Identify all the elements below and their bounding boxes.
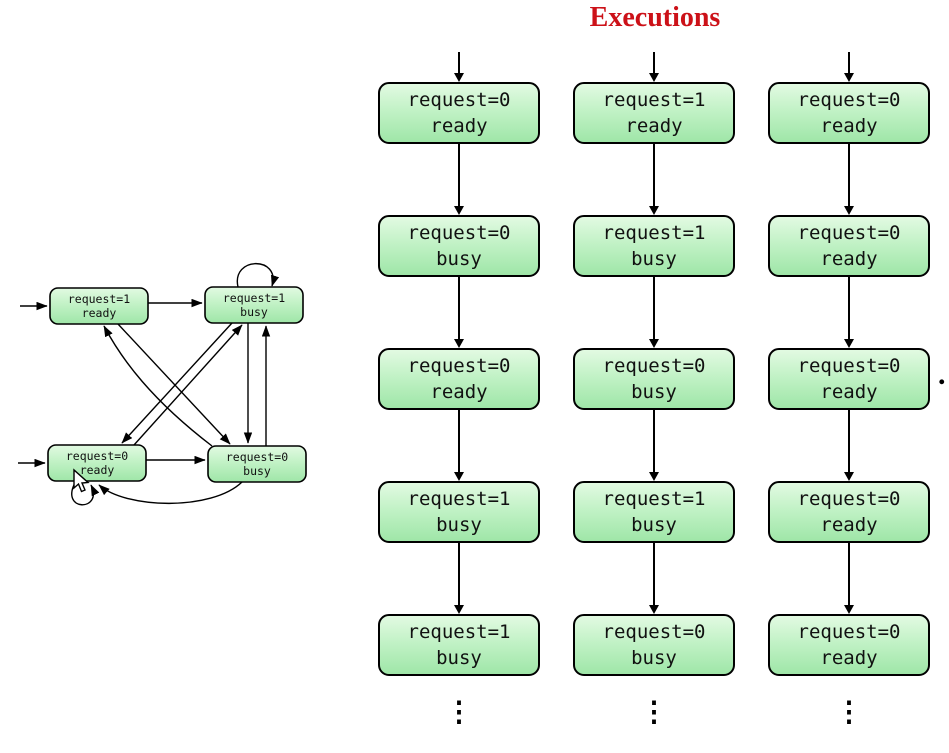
state-line1: request=0: [797, 222, 901, 244]
state-line1: request=0: [602, 355, 706, 377]
transition-arrow: [453, 277, 465, 348]
state-line2: busy: [631, 514, 677, 536]
execution-state-box: request=1 busy: [573, 215, 735, 277]
state-line2: ready: [820, 248, 878, 270]
state-line1: request=1: [602, 222, 706, 244]
transition-arrow: [843, 410, 855, 481]
state-label: busy: [240, 305, 268, 319]
edge-busy1-ready0: [121, 322, 233, 444]
transition-arrow: [843, 277, 855, 348]
state-node-busy0: [207, 445, 307, 483]
transition-arrow: [843, 144, 855, 215]
state-line1: request=0: [797, 355, 901, 377]
transition-arrow: [453, 144, 465, 215]
state-line2: busy: [436, 647, 482, 669]
state-label: request=0: [66, 449, 128, 463]
transition-arrow: [648, 144, 660, 215]
state-node-ready0: [47, 444, 147, 482]
state-line1: request=1: [602, 89, 706, 111]
execution-state-box: request=0 ready: [768, 348, 930, 410]
vertical-ellipsis: ⋮: [445, 695, 473, 728]
state-line1: request=0: [407, 355, 511, 377]
state-line2: busy: [436, 514, 482, 536]
execution-state-box: request=0 busy: [378, 215, 540, 277]
state-line1: request=1: [407, 488, 511, 510]
state-line2: ready: [820, 381, 878, 403]
state-node-ready1: [49, 287, 149, 325]
execution-state-box: request=0 ready: [768, 481, 930, 543]
state-line1: request=0: [602, 621, 706, 643]
execution-state-box: request=1 busy: [573, 481, 735, 543]
transition-arrow: [648, 543, 660, 614]
state-line2: ready: [430, 115, 488, 137]
state-line2: ready: [820, 647, 878, 669]
edge-busy0-ready1: [103, 325, 213, 447]
state-label: request=1: [223, 291, 285, 305]
execution-state-box: request=0 ready: [378, 348, 540, 410]
state-label: busy: [243, 464, 271, 478]
state-line2: ready: [820, 115, 878, 137]
vertical-ellipsis: ⋮: [835, 695, 863, 728]
execution-state-box: request=0 ready: [768, 614, 930, 676]
execution-state-box: request=1 busy: [378, 614, 540, 676]
state-line1: request=0: [797, 621, 901, 643]
transition-arrow: [453, 410, 465, 481]
state-line1: request=1: [602, 488, 706, 510]
continuation-dot: .: [938, 358, 946, 391]
transition-arrow: [648, 277, 660, 348]
entry-arrow: [648, 52, 660, 82]
state-line2: busy: [631, 248, 677, 270]
state-line1: request=0: [407, 89, 511, 111]
state-line2: busy: [631, 647, 677, 669]
state-line1: request=0: [407, 222, 511, 244]
entry-arrow: [453, 52, 465, 82]
transition-edges: [18, 263, 280, 506]
state-label: ready: [82, 306, 117, 320]
executions-title: Executions: [589, 2, 721, 33]
transition-arrow: [648, 410, 660, 481]
mouse-cursor: [73, 468, 90, 493]
state-line2: ready: [625, 115, 683, 137]
state-label: request=1: [68, 292, 130, 306]
execution-state-box: request=1 busy: [378, 481, 540, 543]
transition-arrow: [843, 543, 855, 614]
execution-column-1: request=0 ready request=0 busy request=0 read…: [378, 52, 540, 726]
execution-column-2: request=1 ready request=1 busy request=0 busy…: [573, 52, 735, 726]
execution-column-3: request=0 ready request=0 ready request=0 rea…: [768, 52, 930, 726]
edge-ready0-busy1: [133, 324, 243, 446]
state-line2: busy: [436, 248, 482, 270]
vertical-ellipsis: ⋮: [640, 695, 668, 728]
transition-arrow: [453, 543, 465, 614]
edge-busy1-selfloop: [236, 263, 280, 288]
edge-ready0-selfloop: [71, 480, 100, 506]
state-line2: ready: [820, 514, 878, 536]
state-line1: request=1: [407, 621, 511, 643]
execution-state-box: request=0 ready: [378, 82, 540, 144]
state-line1: request=0: [797, 89, 901, 111]
state-label: request=0: [226, 450, 288, 464]
state-line2: busy: [631, 381, 677, 403]
execution-state-box: request=0 busy: [573, 614, 735, 676]
execution-state-box: request=0 busy: [573, 348, 735, 410]
state-nodes: request=1 ready request=1 busy request=0…: [47, 286, 307, 483]
state-node-busy1: [204, 286, 304, 324]
state-line1: request=0: [797, 488, 901, 510]
execution-state-box: request=0 ready: [768, 82, 930, 144]
edge-busy0-ready0: [98, 481, 243, 504]
state-machine-diagram: request=1 ready request=1 busy request=0…: [18, 263, 307, 506]
state-line2: ready: [430, 381, 488, 403]
edge-ready1-busy0: [117, 323, 231, 445]
execution-traces: request=0 ready request=0 busy request=0 read…: [378, 52, 930, 726]
execution-state-box: request=0 ready: [768, 215, 930, 277]
state-label: ready: [80, 463, 115, 477]
execution-state-box: request=1 ready: [573, 82, 735, 144]
entry-arrow: [843, 52, 855, 82]
